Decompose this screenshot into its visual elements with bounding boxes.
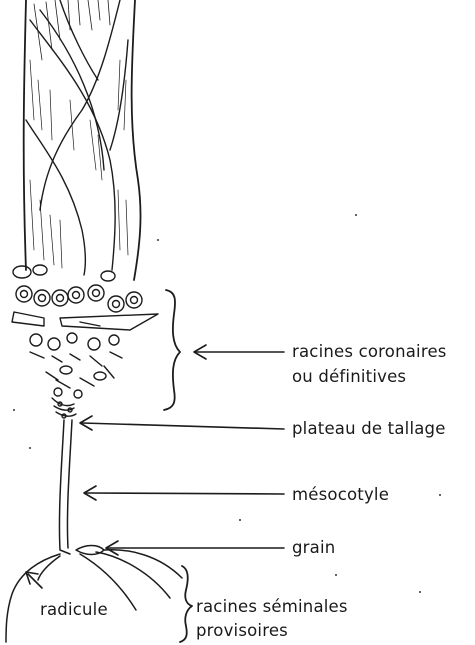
label-tillering-node: plateau de tallage xyxy=(292,419,446,438)
label-seminal-roots-line1: racines séminales xyxy=(196,597,348,616)
braces xyxy=(164,290,192,642)
scan-specks xyxy=(13,214,441,593)
labels: racines coronaires ou définitives platea… xyxy=(40,342,447,640)
crown-roots xyxy=(12,265,158,418)
label-crown-roots-line2: ou définitives xyxy=(292,367,406,386)
label-seminal-roots-line2: provisoires xyxy=(196,621,288,640)
label-crown-roots-line1: racines coronaires xyxy=(292,342,447,361)
label-grain: grain xyxy=(292,538,335,557)
label-radicle: radicule xyxy=(40,600,108,619)
label-mesocotyl: mésocotyle xyxy=(292,485,389,504)
stem-leaf-sheaths xyxy=(24,0,141,280)
